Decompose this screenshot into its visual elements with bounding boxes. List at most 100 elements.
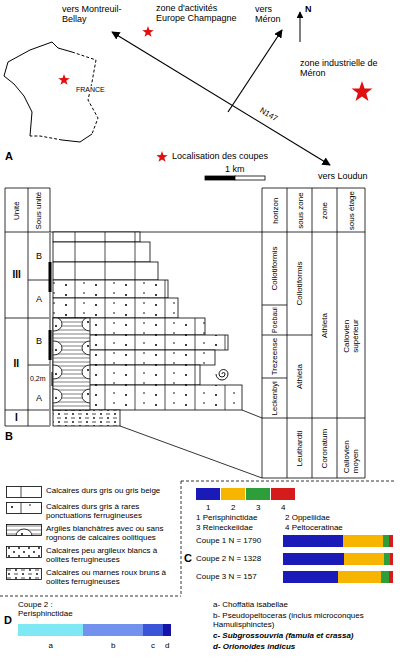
strat-table-part: [50, 232, 262, 478]
family-bars-part: [384, 553, 390, 565]
figure-label: III: [13, 269, 21, 281]
family-bars-part: [383, 535, 389, 547]
figure-label: Callovien supérieur: [342, 298, 360, 353]
panel-dividers: [0, 481, 396, 596]
legend-text: Calcaires ou marnes roux bruns à oolites…: [46, 568, 178, 586]
log-beds-part: [53, 262, 158, 280]
figure-label: A: [36, 393, 42, 403]
legend-swatch: [271, 488, 295, 500]
legend-text: 1 Perisphinctidae: [196, 513, 257, 522]
figure-label: I: [15, 412, 18, 424]
figure-label: horizon: [270, 197, 279, 223]
figure-label: Callovien moyen: [342, 423, 360, 473]
sampling-bars-part: [49, 232, 51, 426]
ammonite-symbol: [216, 370, 228, 381]
strat-table-part: [5, 188, 50, 426]
figure-label: Unité: [12, 201, 21, 220]
bar-segment-swatch: [143, 624, 163, 636]
figure-label: Poebaui: [270, 307, 278, 333]
sampling-bars-part: [49, 262, 52, 292]
sampling-bars: [50, 232, 52, 426]
family-bars-part: [381, 571, 389, 583]
legend-text: d- Orionoides indicus: [213, 642, 295, 651]
legend-text: 2 Oppeliidae: [285, 513, 330, 522]
figure-label: B: [5, 430, 13, 443]
scale-bar-part: [235, 176, 265, 180]
figure-label: Coupe 1 N = 1790: [196, 536, 261, 545]
figure-label: A: [5, 150, 13, 163]
figure-label: 2: [231, 503, 235, 512]
figure-label: vers Montreuil-Bellay: [62, 4, 142, 25]
figure-label: FRANCE: [76, 86, 105, 94]
lithology-swatch: [6, 568, 42, 580]
figure-label: sous zone: [295, 192, 304, 228]
lithology-swatch-rect: [7, 503, 42, 514]
lithology-swatch-rect: [7, 525, 42, 536]
map: [4, 12, 372, 180]
figure-label: B: [36, 336, 42, 346]
figure-label: b: [111, 641, 115, 650]
site-star: [58, 74, 69, 85]
figure-label: zone: [320, 201, 329, 218]
family-bars-part: [283, 553, 344, 565]
family-bars-part: [389, 571, 393, 583]
lithology-swatch: [6, 524, 42, 536]
lithology-swatch: [6, 502, 42, 514]
log-beds-part: [53, 232, 140, 242]
figure-label: Leckenbyi: [270, 381, 279, 415]
figure-label: a: [49, 641, 53, 650]
figure-label: N: [305, 4, 312, 14]
bar-segment-swatch: [83, 624, 143, 636]
family-bars: [283, 535, 393, 583]
france-outline-part: [62, 134, 92, 142]
figure-label: Athleta: [320, 313, 329, 338]
family-bars-part: [390, 553, 393, 565]
bar-segment-swatch: [163, 624, 171, 636]
legend-text: Argiles blanchâtres avec ou sans rognons…: [46, 524, 178, 542]
figure-label: Coupe 3 N = 157: [196, 572, 257, 581]
figure-label: C: [184, 552, 192, 565]
legend-star: [156, 151, 167, 162]
figure-label: Collotiformis: [295, 262, 304, 306]
figure-label: c: [151, 641, 155, 650]
strat-table-part: [5, 188, 50, 426]
figure-label: vers Méron: [255, 4, 295, 25]
figure-label: Coronatum: [320, 428, 329, 468]
site-star: [142, 26, 153, 37]
lithology-swatch-rect: [7, 547, 42, 558]
scale-bar: [205, 176, 265, 180]
log-beds-part: [53, 318, 90, 410]
family-bars-part: [344, 553, 384, 565]
panel-dividers-part: [0, 596, 181, 597]
strat-table-part: [262, 188, 365, 478]
road-n147: [112, 32, 330, 165]
figure-label: zone industrielle de Méron: [300, 58, 400, 79]
strat-table: [5, 188, 365, 478]
legend-text: a- Choffatia isabellae: [213, 600, 288, 609]
figure-label: 1: [206, 503, 210, 512]
france-outline-part: [30, 136, 62, 140]
legend-text: b- Pseudopeltoceras (inclus microconques…: [213, 611, 397, 629]
lithology-swatch-rect: [7, 487, 42, 498]
site-star: [352, 81, 373, 101]
scale-bar-part: [205, 176, 235, 180]
figure-label: A: [36, 294, 42, 304]
figure-label: sous étage: [346, 191, 355, 230]
legend-text: 3 Reineckeiidae: [196, 523, 253, 532]
lithology-swatch-rect: [7, 569, 42, 580]
figure-label: Trezeense: [270, 338, 279, 376]
figure-label: N147: [257, 105, 278, 123]
family-bars-part: [389, 535, 393, 547]
strat-table-part: [262, 188, 365, 478]
figure-label: vers Loudun: [318, 171, 368, 181]
figure-label: 0,2m: [30, 375, 46, 383]
family-bars-part: [283, 535, 343, 547]
sampling-bars-part: [49, 330, 52, 360]
family-bars-part: [283, 571, 338, 583]
legend-swatch: [221, 488, 245, 500]
legend-text: Calcaires durs gris à rares ponctuations…: [46, 502, 178, 520]
figure-label: d: [165, 641, 169, 650]
france-outline-part: [8, 42, 72, 62]
log-beds-part: [53, 298, 178, 318]
